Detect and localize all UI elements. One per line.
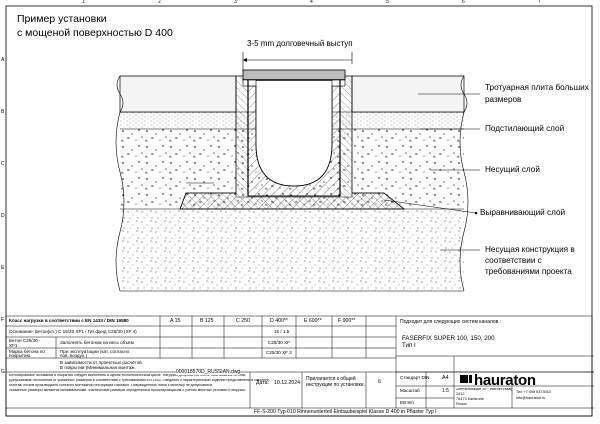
tb-class-d400: D 400** [270, 318, 288, 324]
tb-phone: Тел +7 495 6373010 [516, 390, 551, 394]
tb-row3a: Марка бетона по [9, 349, 45, 354]
border-letter-d: D [1, 213, 5, 219]
tb-email: info@hauraton.ru [516, 396, 546, 400]
hauraton-logo-icon [460, 375, 472, 383]
border-letter-c: C [1, 161, 5, 167]
border-number-top-7: 7 [538, 0, 541, 5]
label-bedding: Подстилающий слой [485, 124, 565, 133]
tb-date-value: 10.12.2024 [274, 380, 300, 386]
tb-row-concrete: Основание: Бетон(кл.) С 16/20 XF1 / Гит.… [9, 329, 137, 334]
border-letter-e: E [1, 265, 5, 271]
border-letter-b: B [1, 109, 5, 115]
label-subgrade-2: соответствии с [485, 256, 542, 265]
tb-class-b125: B 125 [200, 318, 214, 324]
tb-row4b: В покрытии (Минимальная монтаж. [60, 365, 136, 370]
tb-row3d: пов. воздух.) [60, 353, 88, 358]
grate [242, 69, 346, 81]
label-leveling: Выравнивающий слой [480, 208, 566, 217]
tb-row3-val1: C25/30 XF [268, 340, 290, 345]
border-number-top-3: 3 [234, 0, 237, 5]
tb-address-3: 76473 Karlsruhe [456, 397, 484, 401]
label-subgrade-3: требованиями проекта [485, 267, 572, 276]
leader-lines [383, 93, 480, 251]
drainage-channel [242, 69, 346, 197]
tb-row3b: покрытию [9, 353, 31, 358]
border-number-top-1: 1 [82, 0, 85, 5]
tb-row3-val2: C25/30 XF 3 [266, 350, 292, 355]
tb-page-no: 6 [378, 379, 381, 385]
tb-address-2: 2412 [456, 392, 465, 396]
label-paving: Тротуарная плита больших [485, 83, 589, 92]
tb-scale-label: Масштаб [400, 388, 420, 393]
tb-prep-1: Прилагается к общей [306, 376, 356, 382]
tb-row3c: При эксплуатации (кат. согласно [60, 349, 130, 354]
border-letter-g: G [1, 369, 5, 375]
tb-prep-2: инструкции по установке. [306, 382, 366, 388]
tb-class-f900: F 900** [338, 318, 356, 324]
border-number-top-4: 4 [310, 0, 313, 5]
tb-row2b: XF1 [9, 343, 18, 348]
tb-product-name: FASERFIX SUPER 100, 150, 200 [402, 335, 495, 342]
brand-wordmark: hauraton [474, 372, 536, 389]
tb-footer: FF-S-200 Typ 010 Rinnenunterteil Einbaub… [254, 409, 437, 415]
tb-row-concrete-val: 16 / 1.5 [274, 329, 290, 334]
drawing-title-line1: Пример установки [17, 13, 107, 25]
protrusion-dimension [242, 52, 353, 72]
tb-date-label: Дата: [256, 380, 269, 386]
tb-product-header: Подходит для следующих систем каналов : [400, 319, 502, 325]
tb-unit-label: EB 8m [400, 400, 414, 405]
tb-notes-2: Допускаемые отклонения от указанных разм… [9, 379, 270, 382]
tb-scale-value: 1:5 [442, 388, 449, 394]
border-letter-f: F [1, 317, 5, 323]
tb-class-header: Класс нагрузки в соответствии с EN 1433 … [9, 318, 129, 323]
tb-std-label: Стандарт DIN [400, 375, 430, 380]
border-number-top-2: 2 [158, 0, 161, 5]
tb-class-c250: C 250 [236, 318, 250, 324]
tb-product-type: Тип I [402, 342, 416, 349]
tb-row2c: Заполнять бетоном на весь объём [60, 340, 134, 345]
label-paving-2: размеров [485, 95, 522, 104]
title-block-grid [5, 315, 594, 417]
label-base: Несущий слой [485, 165, 540, 174]
drawing-title-line2: с мощеной поверхностью D 400 [17, 27, 173, 39]
concrete-surround [179, 75, 406, 210]
border-number-top-6: 6 [462, 0, 465, 5]
tb-notes-3: Монтаж лотков производится согласно монт… [9, 384, 213, 387]
tb-class-e600: E 600** [304, 318, 322, 324]
tb-std-value: A4 [442, 375, 449, 381]
tb-row2a: Бетон С25/30 - [9, 338, 41, 343]
border-number-top-5: 5 [386, 0, 389, 5]
tb-notes-4: Указанные размеры являются минимальными.… [9, 389, 246, 392]
protrusion-label: 3-5 mm долговечный выступ [247, 39, 353, 48]
tb-address-4: Росия [456, 402, 467, 406]
tb-address-1: Zimmerstrasse 10 · Werner-Haag-Str. 28 [456, 388, 512, 391]
tb-class-a15: A 15 [170, 318, 181, 324]
tb-row4a: В зависимости от проектных расчётов [60, 360, 142, 365]
label-subgrade: Несущая конструкция в [485, 245, 575, 254]
tb-notes-1: Бетонирование основания и покрытия следу… [9, 374, 246, 377]
border-letter-a: A [1, 57, 5, 63]
tb-doc-number: 000018570D_RUSSIAN.dwg [176, 369, 241, 375]
